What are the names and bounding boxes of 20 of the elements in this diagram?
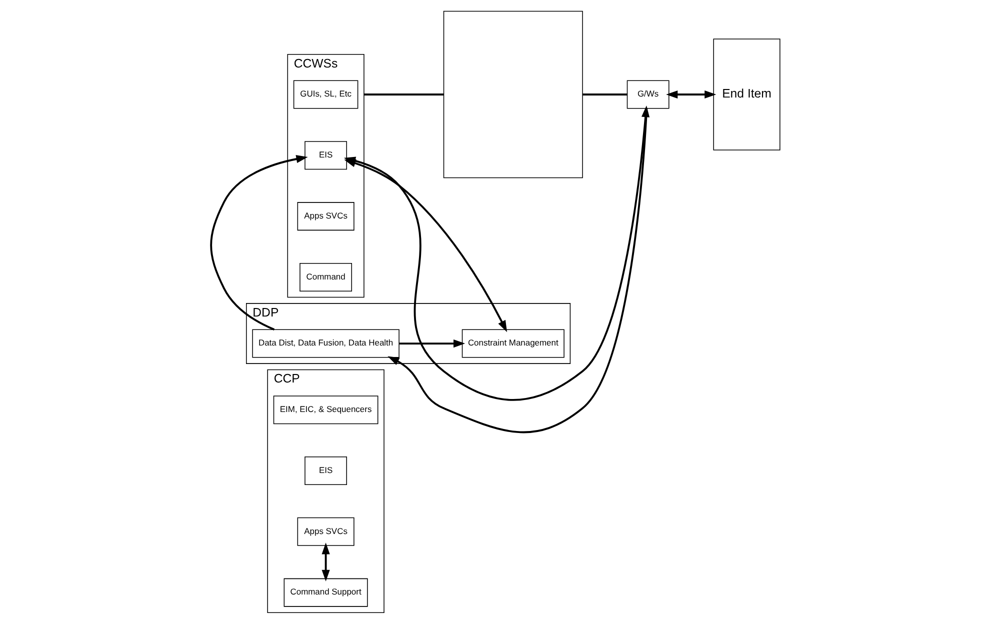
node-box: Constraint Management xyxy=(462,329,564,358)
node-box: Apps SVCs xyxy=(297,202,354,231)
node-box: Command Support xyxy=(284,578,368,607)
arrow xyxy=(322,542,330,582)
node-box: Apps SVCs xyxy=(297,517,354,546)
node-box: Data Dist, Data Fusion, Data Health xyxy=(252,329,400,358)
node-box: GUIs, SL, Etc xyxy=(293,80,358,109)
node-box: End Item xyxy=(713,38,780,150)
node-box xyxy=(443,10,583,178)
arrow xyxy=(399,339,466,348)
node-box: G/Ws xyxy=(626,80,670,109)
arrow xyxy=(388,108,648,434)
node-box: Command xyxy=(300,262,352,292)
node-box: EIM, EIC, & Sequencers xyxy=(273,396,378,424)
connector xyxy=(364,94,444,96)
node-box: EIS xyxy=(304,141,347,170)
connector xyxy=(582,94,628,96)
arrow xyxy=(210,155,308,330)
arrow xyxy=(666,90,716,99)
node-box: EIS xyxy=(304,456,347,485)
